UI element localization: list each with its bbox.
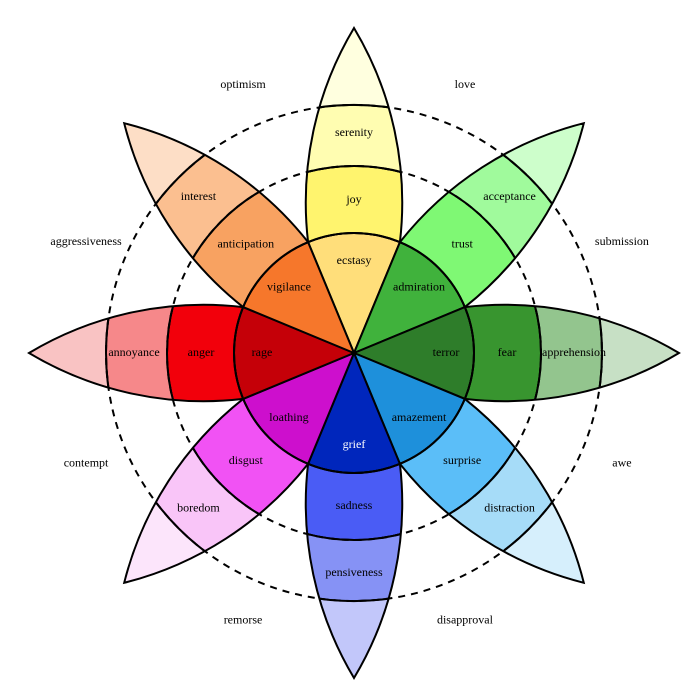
- dyad-label-optimism: optimism: [220, 77, 266, 91]
- emotion-label: admiration: [393, 280, 445, 294]
- emotion-labels: ecstasy joy serenity admiration trust accepta…: [108, 125, 606, 579]
- dyad-label-awe: awe: [612, 456, 631, 470]
- petals: [27, 26, 681, 680]
- emotion-label: ecstasy: [337, 253, 372, 267]
- band-admiration[interactable]: [234, 232, 476, 473]
- petal-outline: [352, 351, 586, 585]
- dashed-rings: [105, 104, 603, 602]
- dyad-label-submission: submission: [595, 234, 649, 248]
- dashed-ring-outer: [105, 104, 603, 602]
- emotion-label: fear: [498, 345, 517, 359]
- dyad-label-love: love: [455, 77, 476, 91]
- dyad-label-contempt: contempt: [64, 456, 109, 470]
- band-trust[interactable]: [167, 165, 543, 540]
- petal-outline: [27, 303, 357, 403]
- petal-outline: [352, 121, 586, 355]
- emotion-label: rage: [252, 345, 273, 359]
- petal-joy-family: [304, 26, 404, 356]
- emotion-label: joy: [345, 192, 361, 206]
- emotion-label: distraction: [484, 500, 535, 514]
- emotion-label: anger: [188, 345, 215, 359]
- petal-outline: [304, 26, 404, 356]
- emotion-label: interest: [181, 189, 217, 203]
- emotion-label: sadness: [336, 498, 373, 512]
- emotion-label: terror: [433, 345, 460, 359]
- emotion-label: apprehension: [542, 345, 606, 359]
- emotion-label: anticipation: [217, 237, 274, 251]
- petal-surprise-family: [167, 166, 586, 585]
- band-surprise[interactable]: [167, 166, 543, 541]
- dyad-labels: love submission awe disapproval remorse conte…: [50, 77, 649, 627]
- dyad-label-disapproval: disapproval: [437, 613, 494, 627]
- petal-outline: [122, 351, 356, 585]
- emotion-label: surprise: [443, 453, 481, 467]
- emotion-label: serenity: [335, 125, 373, 139]
- dashed-ring-inner: [166, 165, 542, 541]
- dyad-label-remorse: remorse: [224, 613, 263, 627]
- dyad-label-aggressiveness: aggressiveness: [50, 234, 122, 248]
- emotion-label: pensiveness: [325, 565, 383, 579]
- emotion-label: trust: [452, 237, 474, 251]
- emotion-label: amazement: [392, 410, 447, 424]
- inner-circle: [233, 232, 475, 474]
- band-amazement[interactable]: [234, 233, 476, 474]
- emotion-label: disgust: [229, 453, 264, 467]
- petal-outline: [122, 121, 356, 355]
- emotion-label: loathing: [269, 410, 308, 424]
- emotion-label: boredom: [177, 500, 220, 514]
- petal-sadness-family: [304, 350, 404, 680]
- emotion-label: annoyance: [108, 345, 159, 359]
- petal-outline: [304, 350, 404, 680]
- petal-anger-family: [27, 303, 357, 403]
- petal-trust-family: [167, 121, 586, 540]
- emotion-label: acceptance: [483, 189, 536, 203]
- emotion-label: grief: [343, 437, 366, 451]
- emotion-label: vigilance: [267, 280, 311, 294]
- petal-outline: [351, 303, 681, 403]
